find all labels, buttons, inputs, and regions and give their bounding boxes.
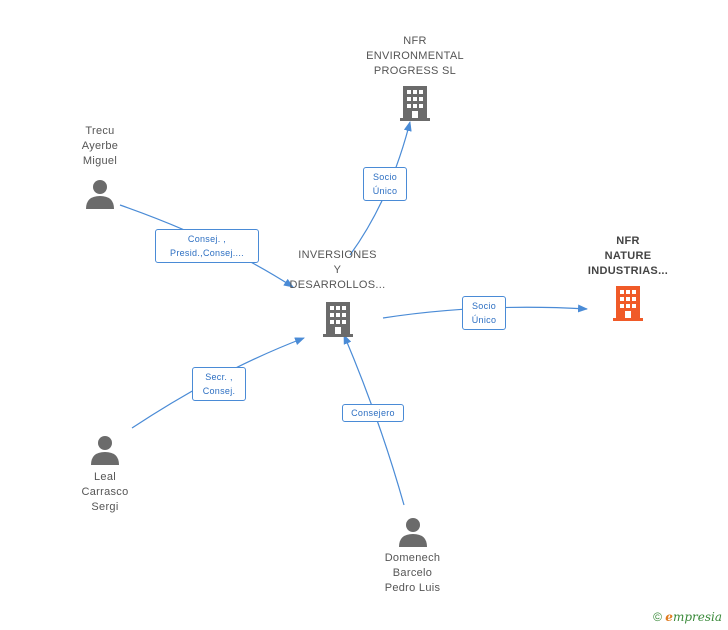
- empresia-logo: empresia: [665, 610, 722, 624]
- node-label: INVERSIONES Y DESARROLLOS...: [289, 249, 386, 291]
- person-icon: [398, 518, 427, 547]
- node-inversiones-y-desarrollos[interactable]: INVERSIONES Y DESARROLLOS...: [270, 248, 405, 337]
- node-label: Trecu Ayerbe Miguel: [81, 125, 119, 167]
- building-icon: [400, 86, 430, 121]
- building-icon: [613, 286, 643, 321]
- edge-label-domenech-center[interactable]: Consejero: [342, 404, 404, 422]
- edge-label-center-nfr-env[interactable]: Socio Único: [363, 167, 407, 201]
- node-label: Domenech Barcelo Pedro Luis: [384, 552, 441, 594]
- empresia-watermark: © empresia: [653, 610, 722, 624]
- node-label: NFR ENVIRONMENTAL PROGRESS SL: [366, 35, 464, 77]
- node-label: Leal Carrasco Sergi: [81, 471, 129, 513]
- building-icon: [322, 302, 353, 337]
- node-label: NFR NATURE INDUSTRIAS...: [587, 235, 669, 277]
- edge-label-leal-center[interactable]: Secr. , Consej.: [192, 367, 246, 401]
- node-trecu-ayerbe-miguel[interactable]: Trecu Ayerbe Miguel: [60, 124, 140, 209]
- edge-label-center-nfr-nature[interactable]: Socio Único: [462, 296, 506, 330]
- node-nfr-nature-industrias[interactable]: NFR NATURE INDUSTRIAS...: [568, 234, 688, 321]
- person-icon: [86, 180, 114, 209]
- person-icon: [91, 436, 119, 465]
- node-nfr-environmental[interactable]: NFR ENVIRONMENTAL PROGRESS SL: [345, 34, 485, 121]
- copyright-symbol: ©: [653, 610, 662, 624]
- node-leal-carrasco-sergi[interactable]: Leal Carrasco Sergi: [65, 435, 145, 515]
- edge-label-trecu-center[interactable]: Consej. , Presid.,Consej....: [155, 229, 259, 263]
- node-domenech-barcelo-pedro-luis[interactable]: Domenech Barcelo Pedro Luis: [365, 517, 460, 596]
